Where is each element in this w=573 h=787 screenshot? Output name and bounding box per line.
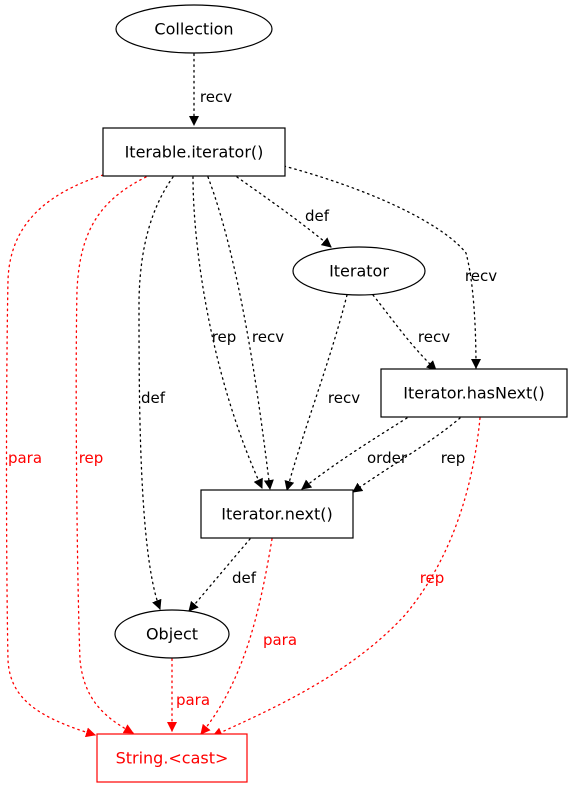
edge-label: def — [305, 207, 330, 225]
edge-line — [212, 417, 481, 737]
edge-label: recv — [418, 328, 450, 346]
edge-hasnext-order-next: order — [301, 417, 408, 490]
edge-hasnext-rep-next: rep — [352, 417, 466, 493]
node-collection: Collection — [115, 4, 273, 54]
node-shape — [380, 368, 568, 418]
edge-label: rep — [441, 449, 466, 467]
edge-line — [192, 176, 263, 489]
node-shape — [114, 609, 230, 659]
edge-line — [372, 294, 437, 371]
edge-label: rep — [79, 449, 104, 467]
edge-iterator-recv-hasnext: recv — [372, 294, 450, 371]
edge-label: def — [141, 389, 166, 407]
edge-label: recv — [465, 267, 497, 285]
edge-label: para — [263, 631, 297, 649]
node-shape — [102, 127, 286, 177]
node-label: Iterable.iterator() — [125, 143, 264, 162]
node-object: Object — [114, 609, 230, 659]
edge-label: recv — [328, 389, 360, 407]
edge-iterable-rep-next: rep — [192, 176, 263, 489]
edge-label: para — [8, 449, 42, 467]
edge-iterable-def-object: def — [138, 176, 174, 610]
edge-label: order — [367, 449, 408, 467]
node-label: Iterator — [329, 262, 389, 281]
edge-line — [352, 417, 461, 493]
edge-label: recv — [200, 88, 232, 106]
edge-line — [301, 417, 408, 490]
edge-iterable-rep-cast: rep — [75, 176, 147, 734]
node-label: Object — [146, 625, 198, 644]
node-iterator: Iterator — [292, 246, 426, 296]
edge-line — [188, 538, 251, 612]
edge-label: def — [232, 569, 257, 587]
node-shape — [200, 489, 354, 539]
edge-label: para — [176, 691, 210, 709]
edge-next-para-cast: para — [200, 538, 297, 735]
edge-line — [207, 176, 274, 490]
edge-label: rep — [420, 569, 445, 587]
edge-collection-recv-iterable: recv — [189, 53, 232, 126]
edge-iterable-def-iterator: def — [236, 176, 332, 248]
node-shape — [115, 4, 273, 54]
node-shape — [96, 733, 248, 783]
edge-line — [283, 165, 481, 369]
edge-iterator-recv-next: recv — [284, 294, 360, 491]
edge-iterable-recv-hasnext: recv — [283, 165, 497, 369]
edge-label: rep — [212, 328, 237, 346]
node-shape — [292, 246, 426, 296]
edge-iterable-recv-next: recv — [207, 176, 284, 490]
node-label: Iterator.hasNext() — [403, 384, 545, 403]
node-iterator-next: Iterator.next() — [200, 489, 354, 539]
node-label: String.<cast> — [116, 749, 229, 768]
edge-line — [236, 176, 332, 248]
edge-line — [200, 538, 273, 735]
edge-line — [5, 174, 104, 738]
edge-line — [75, 176, 147, 734]
node-iterable-iterator: Iterable.iterator() — [102, 127, 286, 177]
node-string-cast: String.<cast> — [96, 733, 248, 783]
node-label: Iterator.next() — [221, 505, 332, 524]
edge-line — [138, 176, 174, 610]
edge-label: recv — [252, 328, 284, 346]
node-iterator-hasnext: Iterator.hasNext() — [380, 368, 568, 418]
node-label: Collection — [154, 20, 233, 39]
edge-hasnext-rep-cast: rep — [212, 417, 481, 737]
edge-next-def-object: def — [188, 538, 257, 612]
edge-object-para-cast: para — [167, 658, 210, 732]
edge-iterable-para-cast: para — [5, 174, 104, 738]
